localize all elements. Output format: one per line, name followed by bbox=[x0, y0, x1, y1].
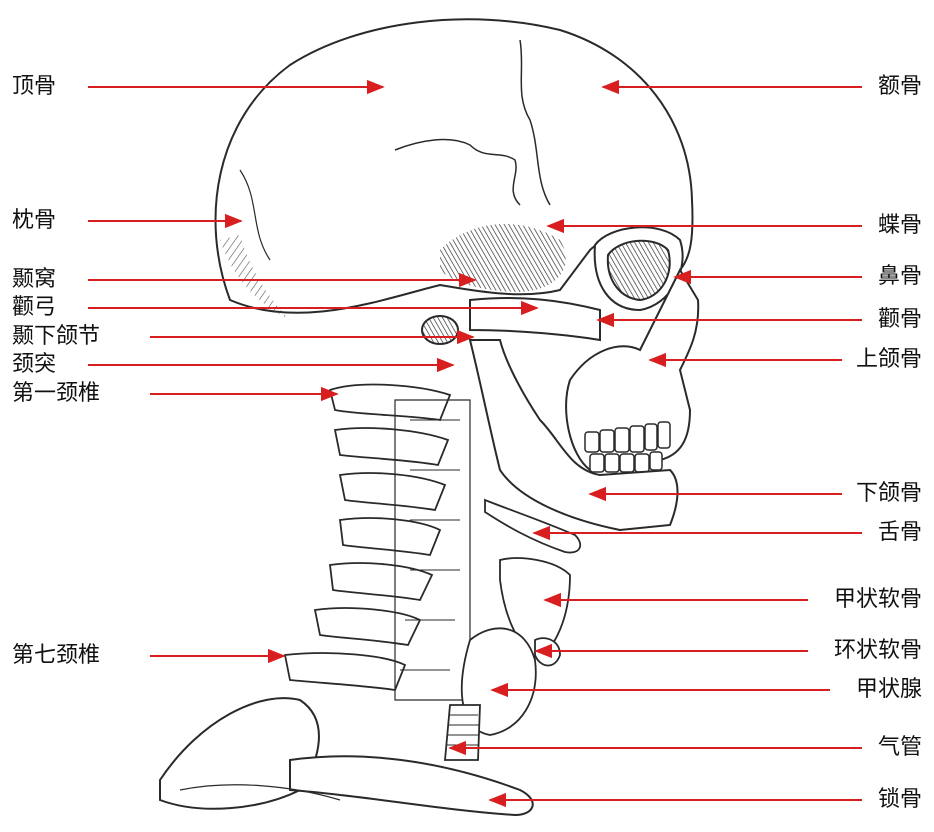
label-tmj: 颞下颌节 bbox=[12, 324, 100, 350]
label-zygomatic: 颧骨 bbox=[878, 307, 922, 333]
label-occipital: 枕骨 bbox=[12, 208, 56, 234]
label-zygomatic-arch: 颧弓 bbox=[12, 295, 56, 321]
label-trachea: 气管 bbox=[878, 735, 922, 761]
label-mastoid: 颈突 bbox=[12, 352, 56, 378]
label-thyroid-cartilage: 甲状软骨 bbox=[834, 587, 922, 613]
label-hyoid: 舌骨 bbox=[878, 520, 922, 546]
label-mandible: 下颌骨 bbox=[856, 481, 922, 507]
throat-structures bbox=[445, 500, 580, 760]
label-cricoid: 环状软骨 bbox=[834, 638, 922, 664]
label-nasal: 鼻骨 bbox=[878, 264, 922, 290]
label-c7: 第七颈椎 bbox=[12, 643, 100, 669]
label-parietal: 顶骨 bbox=[12, 74, 56, 100]
label-sphenoid: 蝶骨 bbox=[878, 213, 922, 239]
label-clavicle: 锁骨 bbox=[878, 787, 922, 813]
label-thyroid-gland: 甲状腺 bbox=[856, 677, 922, 703]
label-atlas: 第一颈椎 bbox=[12, 381, 100, 407]
cervical-spine bbox=[285, 385, 470, 700]
label-maxilla: 上颌骨 bbox=[856, 347, 922, 373]
label-frontal: 额骨 bbox=[878, 74, 922, 100]
label-temporal-fossa: 颞窝 bbox=[12, 267, 56, 293]
